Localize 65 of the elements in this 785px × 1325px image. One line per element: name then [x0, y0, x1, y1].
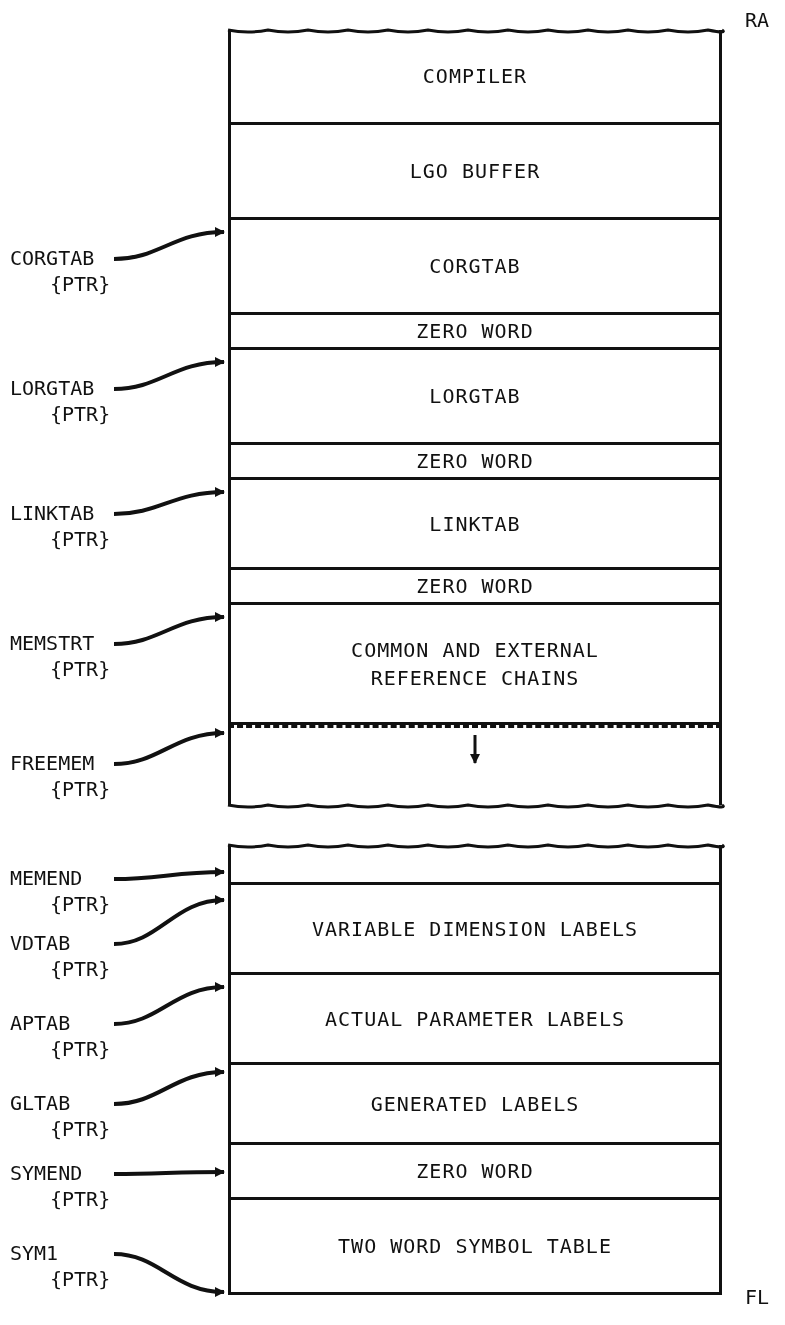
pointer-arrow: [113, 357, 225, 391]
memory-segment: [228, 315, 722, 350]
memory-segment: [228, 570, 722, 605]
memory-segment: [228, 1200, 722, 1295]
pointer-arrow: [113, 982, 225, 1026]
pointer-name: VDTAB: [10, 930, 72, 956]
pointer-type: {PTR}: [49, 1036, 111, 1062]
pointer-name: LINKTAB: [10, 500, 96, 526]
address-label: FL: [745, 1285, 770, 1309]
pointer-type: {PTR}: [49, 1116, 111, 1142]
pointer-type: {PTR}: [49, 956, 111, 982]
pointer-arrow: [113, 487, 225, 516]
segment-label: LINKTAB: [429, 510, 521, 538]
segment-label: VARIABLE DIMENSION LABELS: [312, 915, 638, 943]
pointer-type: {PTR}: [49, 656, 111, 682]
pointer-name: LORGTAB: [10, 375, 96, 401]
pointer-name: MEMSTRT: [10, 630, 96, 656]
pointer-type: {PTR}: [49, 271, 111, 297]
pointer-type: {PTR}: [49, 891, 111, 917]
memory-segment: [228, 605, 722, 725]
pointer-type: {PTR}: [49, 1266, 111, 1292]
pointer-arrow: [113, 728, 225, 766]
pointer-name: GLTAB: [10, 1090, 72, 1116]
memory-segment: [228, 885, 722, 975]
segment-label: CORGTAB: [429, 253, 521, 280]
memory-segment: [228, 975, 722, 1065]
memory-segment: [228, 1065, 722, 1145]
memory-segment: [228, 1145, 722, 1200]
pointer-arrow: [113, 867, 225, 881]
memory-segment: [228, 125, 722, 220]
pointer-arrow: [113, 227, 225, 261]
free-memory-segment: [228, 725, 722, 805]
segment-label: ACTUAL PARAMETER LABELS: [325, 1005, 625, 1033]
segment-label: TWO WORD SYMBOL TABLE: [338, 1233, 612, 1260]
segment-label: LORGTAB: [429, 383, 521, 410]
pointer-type: {PTR}: [49, 401, 111, 427]
pointer-arrow: [113, 612, 225, 646]
memory-segment: [228, 220, 722, 315]
segment-label: ZERO WORD: [416, 318, 534, 345]
memory-segment: [228, 480, 722, 570]
pointer-name: CORGTAB: [10, 245, 96, 271]
pointer-name: FREEMEM: [10, 750, 96, 776]
pointer-arrow: [113, 895, 225, 946]
pointer-arrow: [113, 1252, 225, 1297]
memory-segment: [228, 350, 722, 445]
pointer-type: {PTR}: [49, 776, 111, 802]
segment-label: GENERATED LABELS: [370, 1090, 580, 1118]
pointer-type: {PTR}: [49, 526, 111, 552]
segment-label: COMPILER: [422, 63, 528, 90]
memory-segment: [228, 30, 722, 125]
memory-segment: [228, 445, 722, 480]
pointer-arrow: [113, 1067, 225, 1106]
free-memory-segment: [228, 845, 722, 885]
segment-label: LGO BUFFER: [409, 158, 541, 185]
segment-label: ZERO WORD: [416, 448, 534, 475]
pointer-name: MEMEND: [10, 865, 84, 891]
segment-label: COMMON AND EXTERNAL REFERENCE CHAINS: [350, 636, 600, 692]
pointer-arrow: [114, 1167, 225, 1178]
address-label: RA: [745, 8, 770, 32]
pointer-name: SYMEND: [10, 1160, 84, 1186]
segment-label: ZERO WORD: [416, 573, 534, 600]
pointer-type: {PTR}: [49, 1186, 111, 1212]
pointer-name: SYM1: [10, 1240, 60, 1266]
segment-label: ZERO WORD: [416, 1158, 534, 1185]
pointer-name: APTAB: [10, 1010, 72, 1036]
